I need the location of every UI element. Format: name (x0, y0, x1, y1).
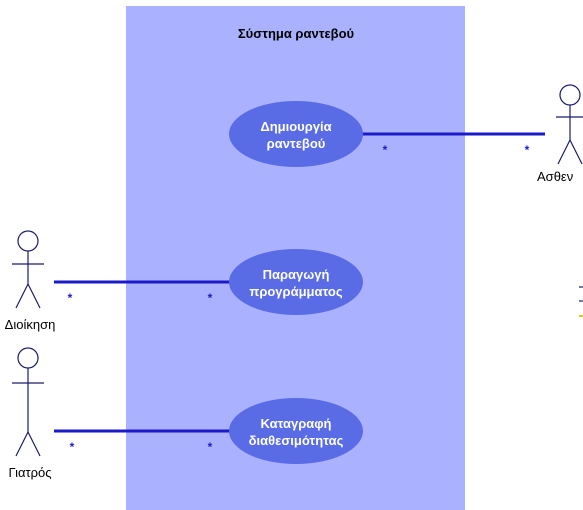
multiplicity-doctor-usecase: * (208, 440, 213, 454)
use-case-produce-schedule-line1: Παραγωγή (263, 267, 330, 282)
actor-doctor: Γιατρός (8, 347, 52, 480)
stick-figure-icon (12, 230, 44, 309)
use-case-create-appointment: Δημιουργία ραντεβού (229, 101, 363, 167)
multiplicity-admin-usecase: * (208, 291, 213, 305)
multiplicity-doctor-actor: * (70, 440, 75, 454)
use-case-create-appointment-line1: Δημιουργία (260, 119, 331, 134)
use-case-record-availability-line2: διαθεσιμότητας (249, 433, 344, 448)
system-title: Σύστημα ραντεβού (238, 26, 355, 41)
actor-doctor-name: Γιατρός (8, 465, 51, 480)
stick-figure-icon (556, 84, 583, 165)
multiplicity-patient-usecase: * (383, 143, 388, 157)
use-case-create-appointment-line2: ραντεβού (267, 136, 326, 151)
actor-patient-name: Ασθεν (537, 169, 573, 184)
actor-admin: Διοίκηση (5, 230, 56, 332)
use-case-record-availability: Καταγραφή διαθεσιμότητας (229, 398, 363, 464)
use-case-produce-schedule-line2: προγράμματος (249, 284, 342, 299)
multiplicity-admin-actor: * (68, 291, 73, 305)
stick-figure-icon (12, 347, 44, 457)
use-case-produce-schedule: Παραγωγή προγράμματος (229, 249, 363, 315)
actor-patient: Ασθεν (537, 84, 583, 184)
actor-admin-name: Διοίκηση (5, 317, 56, 332)
multiplicity-patient-actor: * (525, 143, 530, 157)
use-case-record-availability-line1: Καταγραφή (260, 416, 331, 431)
edge-marks (579, 286, 583, 317)
